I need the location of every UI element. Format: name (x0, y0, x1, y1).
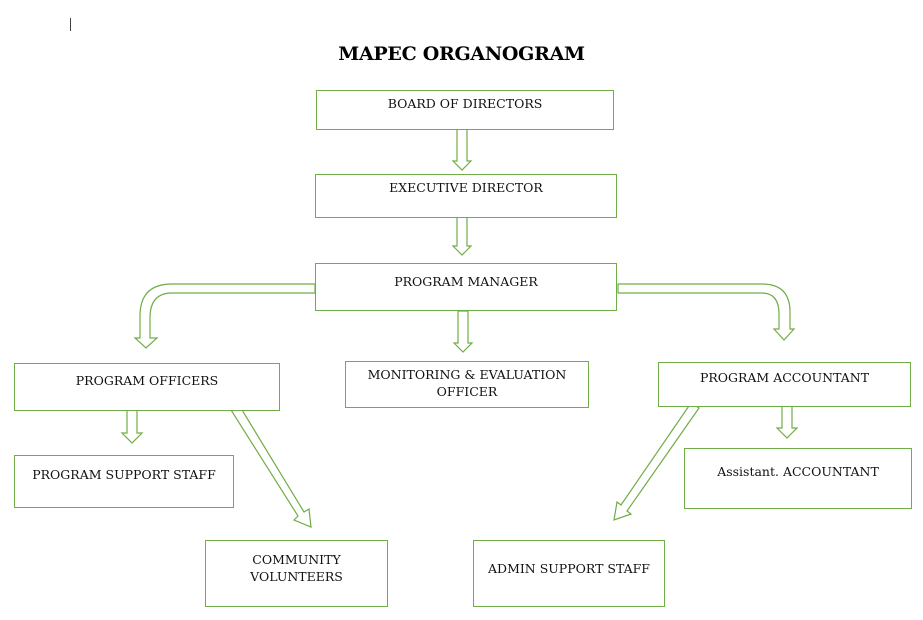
arrow-manager-to-accountant (617, 283, 796, 341)
node-board-of-directors: BOARD OF DIRECTORS (316, 90, 614, 130)
arrow-executive-to-manager (451, 216, 473, 256)
node-program-support-staff: PROGRAM SUPPORT STAFF (14, 455, 234, 508)
node-label: MONITORING & EVALUATION OFFICER (367, 367, 567, 399)
arrow-board-to-executive (451, 128, 473, 171)
node-label: Assistant. ACCOUNTANT (717, 464, 879, 479)
node-label: COMMUNITY VOLUNTEERS (250, 552, 343, 584)
node-label: PROGRAM OFFICERS (75, 373, 219, 388)
arrow-accountant-to-assistant (775, 403, 799, 439)
node-program-manager: PROGRAM MANAGER (315, 263, 617, 311)
node-label: PROGRAM MANAGER (394, 274, 538, 289)
arrow-manager-to-officers (133, 283, 316, 349)
node-community-volunteers: COMMUNITY VOLUNTEERS (205, 540, 388, 607)
node-executive-director: EXECUTIVE DIRECTOR (315, 174, 617, 218)
page-title: MAPEC ORGANOGRAM (338, 43, 585, 65)
node-program-officers: PROGRAM OFFICERS (14, 363, 280, 411)
arrow-accountant-to-admin-staff (613, 402, 700, 521)
node-label: ADMIN SUPPORT STAFF (488, 561, 650, 576)
node-admin-support-staff: ADMIN SUPPORT STAFF (473, 540, 665, 607)
node-program-accountant: PROGRAM ACCOUNTANT (658, 362, 911, 407)
node-label: PROGRAM SUPPORT STAFF (32, 467, 216, 482)
node-assistant-accountant: Assistant. ACCOUNTANT (684, 448, 912, 509)
node-label: EXECUTIVE DIRECTOR (389, 180, 543, 195)
arrow-officers-to-volunteers (230, 404, 312, 528)
node-label: PROGRAM ACCOUNTANT (699, 370, 870, 385)
node-label: BOARD OF DIRECTORS (387, 96, 543, 111)
node-me-officer: MONITORING & EVALUATION OFFICER (345, 361, 589, 408)
arrow-officers-to-support-staff (120, 408, 144, 444)
arrow-manager-to-me-officer (452, 310, 474, 353)
text-cursor (70, 18, 71, 31)
